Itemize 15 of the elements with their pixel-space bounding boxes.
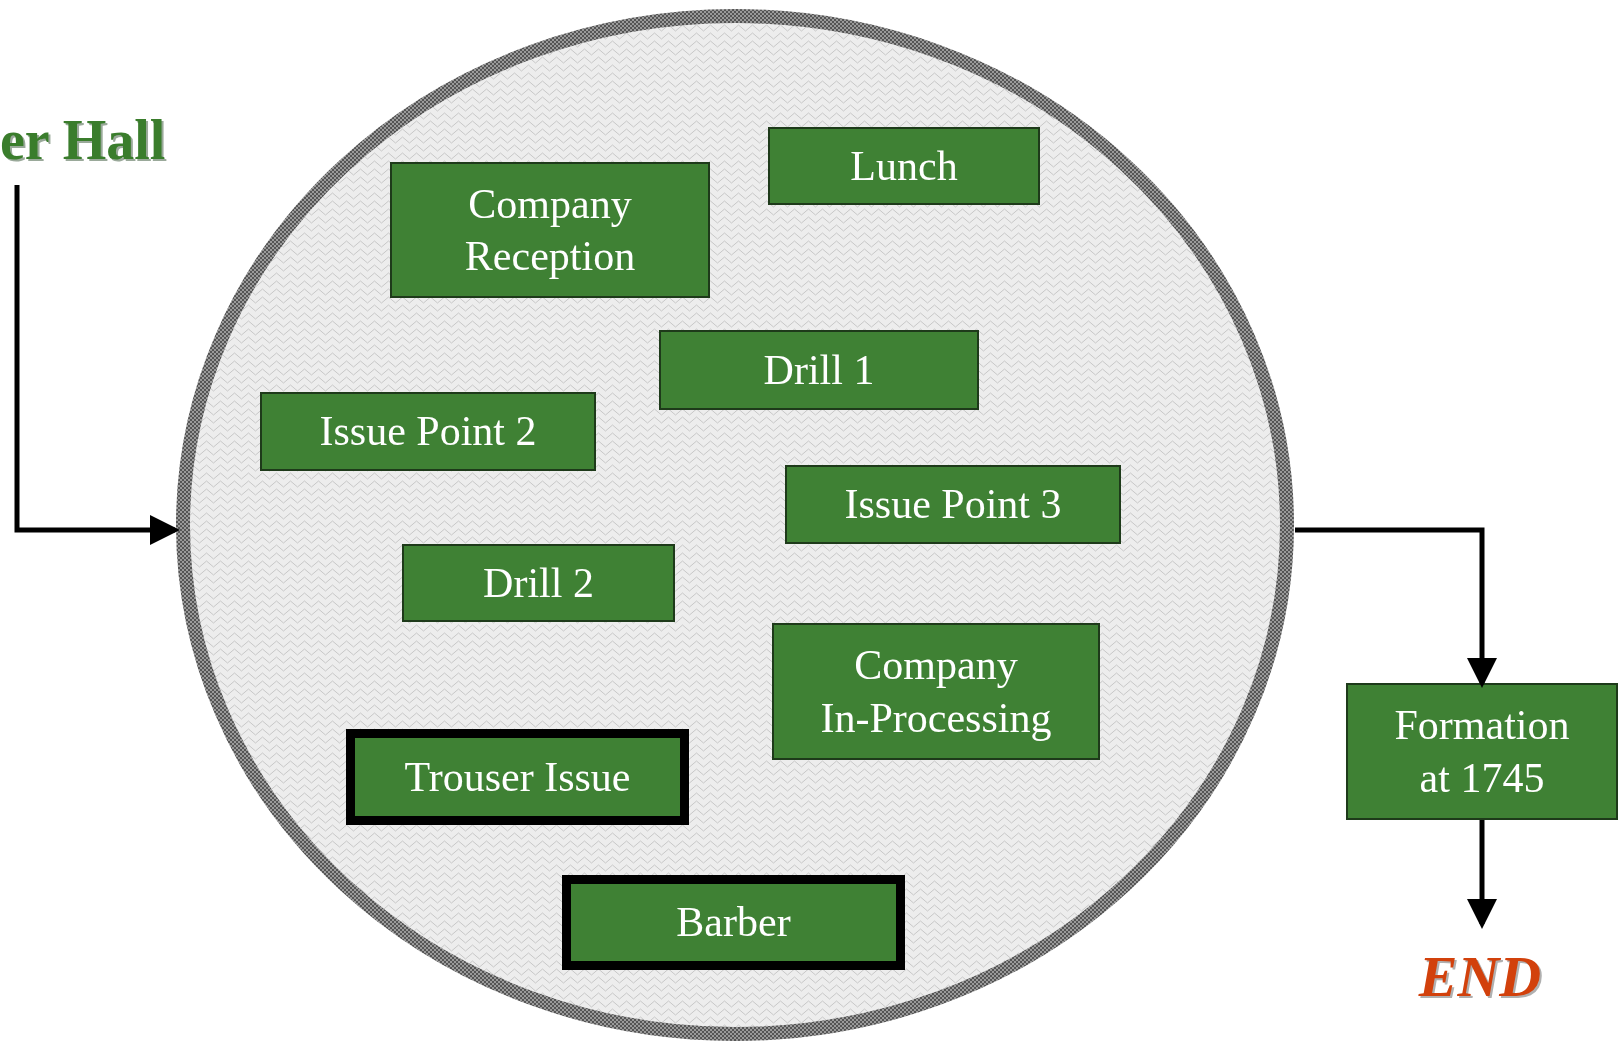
activity-box: Trouser Issue bbox=[346, 729, 689, 825]
arrow bbox=[1467, 820, 1497, 929]
arrow bbox=[1295, 527, 1497, 688]
activity-box: Formation at 1745 bbox=[1346, 683, 1618, 820]
activity-box: Barber bbox=[562, 875, 905, 970]
activity-box: Lunch bbox=[768, 127, 1040, 205]
activity-box: Issue Point 3 bbox=[785, 465, 1121, 544]
arrow bbox=[14, 185, 180, 545]
activity-box: Issue Point 2 bbox=[260, 392, 596, 471]
end-label: END bbox=[1410, 944, 1550, 1008]
activity-box: Drill 1 bbox=[659, 330, 979, 410]
activity-box: Drill 2 bbox=[402, 544, 675, 622]
activity-box: Company Reception bbox=[390, 162, 710, 298]
activity-box: Company In-Processing bbox=[772, 623, 1100, 760]
start-label: er Hall bbox=[0, 105, 190, 175]
